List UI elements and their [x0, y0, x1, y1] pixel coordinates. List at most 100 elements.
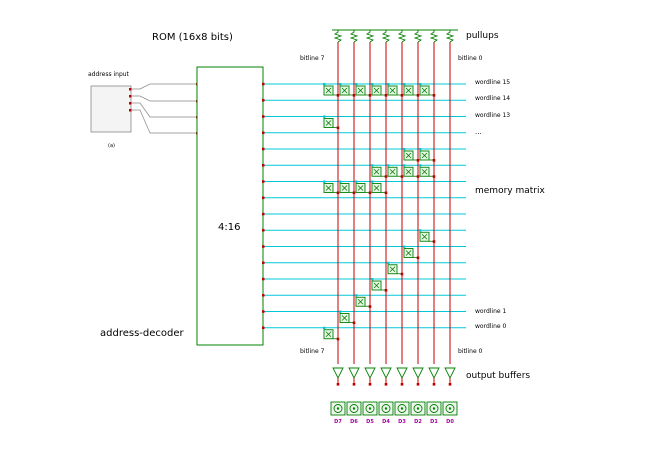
- cell-gate-pin: [387, 164, 390, 167]
- cell-mark: [405, 168, 412, 175]
- output-display: D7: [330, 401, 346, 425]
- bitline-label-right-top: bitline 0: [458, 55, 483, 62]
- decoder-output-pin: [262, 99, 265, 102]
- output-led-dot: [448, 407, 452, 410]
- memory-cell: [419, 164, 436, 178]
- output-buffer: [332, 367, 344, 380]
- cell-mark: [405, 250, 412, 256]
- output-led: [429, 404, 439, 413]
- memory-cell: [339, 180, 356, 195]
- cell-drain-pin: [368, 305, 372, 308]
- cell-drain-pin: [384, 94, 388, 97]
- memory-matrix-label: memory matrix: [475, 186, 545, 196]
- wordline-label-14: wordline 14: [475, 95, 510, 102]
- memory-cell: [371, 83, 388, 97]
- cell-gate-pin: [403, 245, 406, 248]
- output-led-dot: [400, 407, 404, 410]
- cell-mark: [325, 331, 332, 338]
- decoder-output-pin: [262, 229, 265, 232]
- memory-cell: [419, 83, 436, 97]
- output-buffer: [348, 367, 360, 380]
- address-decoder-box: [196, 66, 264, 346]
- wordline-label-15: wordline 15: [475, 79, 510, 86]
- cell-drain-pin: [432, 94, 436, 97]
- cell-gate-pin: [339, 310, 342, 313]
- cell-mark: [341, 185, 348, 191]
- cell-gate-pin: [339, 83, 342, 86]
- pullup-resistor: [333, 30, 343, 43]
- output-led-dot: [368, 407, 372, 410]
- wordline-ellipsis: ...: [475, 128, 482, 136]
- address-pin: [129, 88, 132, 91]
- cell-drain-pin: [432, 240, 436, 243]
- buffer-pin: [448, 383, 452, 386]
- output-led-dot: [416, 407, 420, 410]
- decoder-output-pin: [262, 310, 265, 313]
- cell-mark: [341, 315, 348, 321]
- memory-cell: [371, 164, 388, 178]
- address-wire: [131, 95, 197, 102]
- output-label: D4: [382, 419, 390, 425]
- memory-cell: [323, 326, 340, 341]
- cell-gate-pin: [419, 164, 422, 167]
- cell-mark: [421, 87, 428, 94]
- cell-gate-pin: [371, 180, 374, 183]
- memory-cell: [419, 229, 436, 243]
- output-label: D2: [414, 419, 422, 425]
- memory-cell: [371, 278, 388, 292]
- address-pin: [129, 109, 132, 112]
- cell-mark: [421, 168, 428, 175]
- cell-drain-pin: [336, 126, 340, 130]
- output-buffer: [364, 367, 376, 380]
- cell-gate-pin: [355, 180, 358, 183]
- cell-mark: [389, 266, 396, 273]
- pullup-resistor: [349, 30, 359, 43]
- cell-mark: [389, 168, 396, 175]
- decoder-output-pin: [262, 164, 265, 167]
- output-buffers-label: output buffers: [466, 371, 530, 381]
- buffer-pin: [416, 383, 420, 386]
- cell-mark: [341, 87, 348, 94]
- cell-drain-pin: [352, 191, 356, 195]
- output-display: D0: [442, 401, 458, 425]
- decoder-output-pin: [262, 115, 265, 118]
- buffer-pin: [400, 383, 404, 386]
- cell-drain-pin: [432, 175, 436, 178]
- cell-mark: [373, 87, 380, 94]
- cell-gate-pin: [419, 83, 422, 86]
- decoder-output-pin: [262, 131, 265, 135]
- cell-gate-pin: [387, 261, 390, 265]
- decoder-output-pin: [262, 147, 265, 151]
- output-display: D2: [410, 401, 426, 425]
- bitline-label-left-top: bitline 7: [300, 55, 325, 62]
- cell-mark: [405, 152, 412, 159]
- memory-cell: [355, 180, 372, 195]
- cell-gate-pin: [371, 278, 374, 281]
- output-led: [349, 404, 359, 413]
- cell-gate-pin: [371, 164, 374, 167]
- cell-drain-pin: [368, 94, 372, 97]
- memory-cell: [371, 180, 388, 195]
- cell-drain-pin: [400, 272, 404, 276]
- rom-title: ROM (16x8 bits): [152, 32, 233, 43]
- output-led: [381, 404, 391, 413]
- output-label: D7: [334, 419, 342, 425]
- output-display: D1: [426, 401, 442, 425]
- cell-drain-pin: [432, 159, 436, 162]
- output-buffer: [380, 367, 392, 380]
- memory-cell: [387, 261, 404, 276]
- buffer-pin: [352, 383, 356, 386]
- memory-cell: [355, 294, 372, 308]
- cell-gate-pin: [339, 180, 342, 183]
- cell-gate-pin: [323, 180, 326, 183]
- cell-drain-pin: [416, 256, 420, 260]
- cell-mark: [325, 120, 332, 126]
- memory-cell: [355, 83, 372, 97]
- output-buffer: [444, 367, 456, 380]
- cell-mark: [421, 152, 428, 159]
- cell-drain-pin: [336, 191, 340, 195]
- cell-mark: [405, 87, 412, 94]
- hex-keypad[interactable]: [90, 85, 132, 133]
- output-buffer: [412, 367, 424, 380]
